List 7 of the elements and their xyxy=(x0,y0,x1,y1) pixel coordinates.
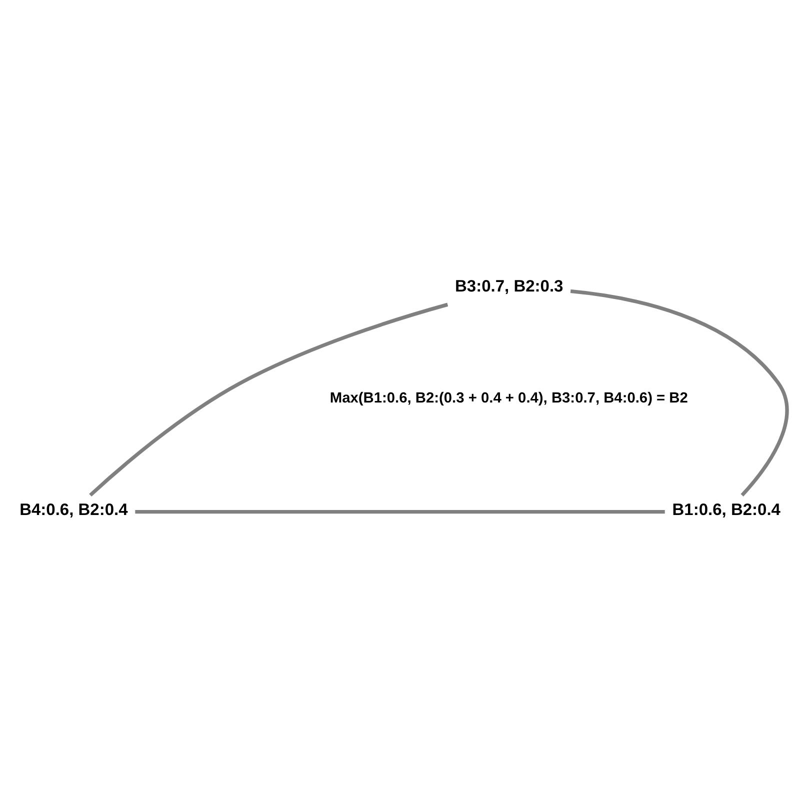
connector xyxy=(89,302,448,497)
connector xyxy=(135,510,665,514)
node-text: B4:0.6, B2:0.4 xyxy=(20,500,128,519)
label: Max(B1:0.6, B2:(0.3 + 0.4 + 0.4), B3:0.7, B4:0.6) = B2 xyxy=(330,390,688,407)
node-text: B3:0.7, B2:0.3 xyxy=(455,277,564,296)
connector xyxy=(570,289,789,496)
node-text: B1:0.6, B2:0.4 xyxy=(672,500,780,519)
